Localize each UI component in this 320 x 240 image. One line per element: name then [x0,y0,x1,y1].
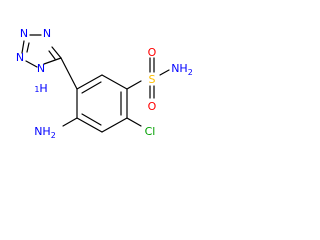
atom-nh: N [37,62,45,75]
atom-amine-ring: NH2 [34,125,56,140]
bond-ring-bottom-right [101,117,128,133]
bond-ring-top-left [101,74,128,90]
bond-tetrazole-nh-c [43,57,62,65]
bond-ring-sulfur [126,80,142,90]
atom-nh-element: N [37,62,45,75]
bond-tetrazole-c-n1 [51,46,62,59]
atom-n3: N [16,51,24,64]
atom-nh-hydrogen-prefix: 1 [34,85,39,94]
bond-ring-chlorine [126,117,142,127]
bond-ring-bottom-left-inner [81,113,102,126]
atom-amine-sulfonamide: NH2 [171,62,193,77]
atom-chlorine: Cl [145,125,156,138]
bond-ring-top-right-inner [81,81,102,94]
bond-tetrazole-n2-n3-inner [26,42,30,53]
atom-oxygen-top: O [148,46,157,59]
bonds [21,34,170,133]
atom-n1: N [43,27,51,40]
atom-nh-hydrogen-suffix: H [39,82,47,95]
bond-ring-bottom-left [76,117,103,133]
atom-oxygen-bottom: O [148,100,157,113]
bond-ring-amine [62,117,78,127]
bond-tetrazole-n3-nh [25,60,38,68]
atom-n2: N [20,27,28,40]
atom-amine-sulfonamide-subscript: 2 [188,68,193,77]
atom-nh-hydrogen: 1H [34,82,47,95]
bond-ring-tetrazole [60,57,78,90]
bond-tetrazole-c-n1-inner [48,50,56,60]
bond-tetrazole-n2-n3 [21,40,25,54]
atom-sulfur: S [149,73,156,86]
atom-labels: N N N N 1H NH2 S O O NH2 Cl [16,27,193,140]
bond-ring-top-right [76,74,103,90]
atom-amine-sulfonamide-element: NH [171,62,188,75]
molecule-structure: N N N N 1H NH2 S O O NH2 Cl [16,27,193,140]
atom-amine-ring-element: NH [34,125,51,138]
atom-amine-ring-subscript: 2 [51,131,56,140]
bond-sulfur-nitrogen [159,69,170,76]
